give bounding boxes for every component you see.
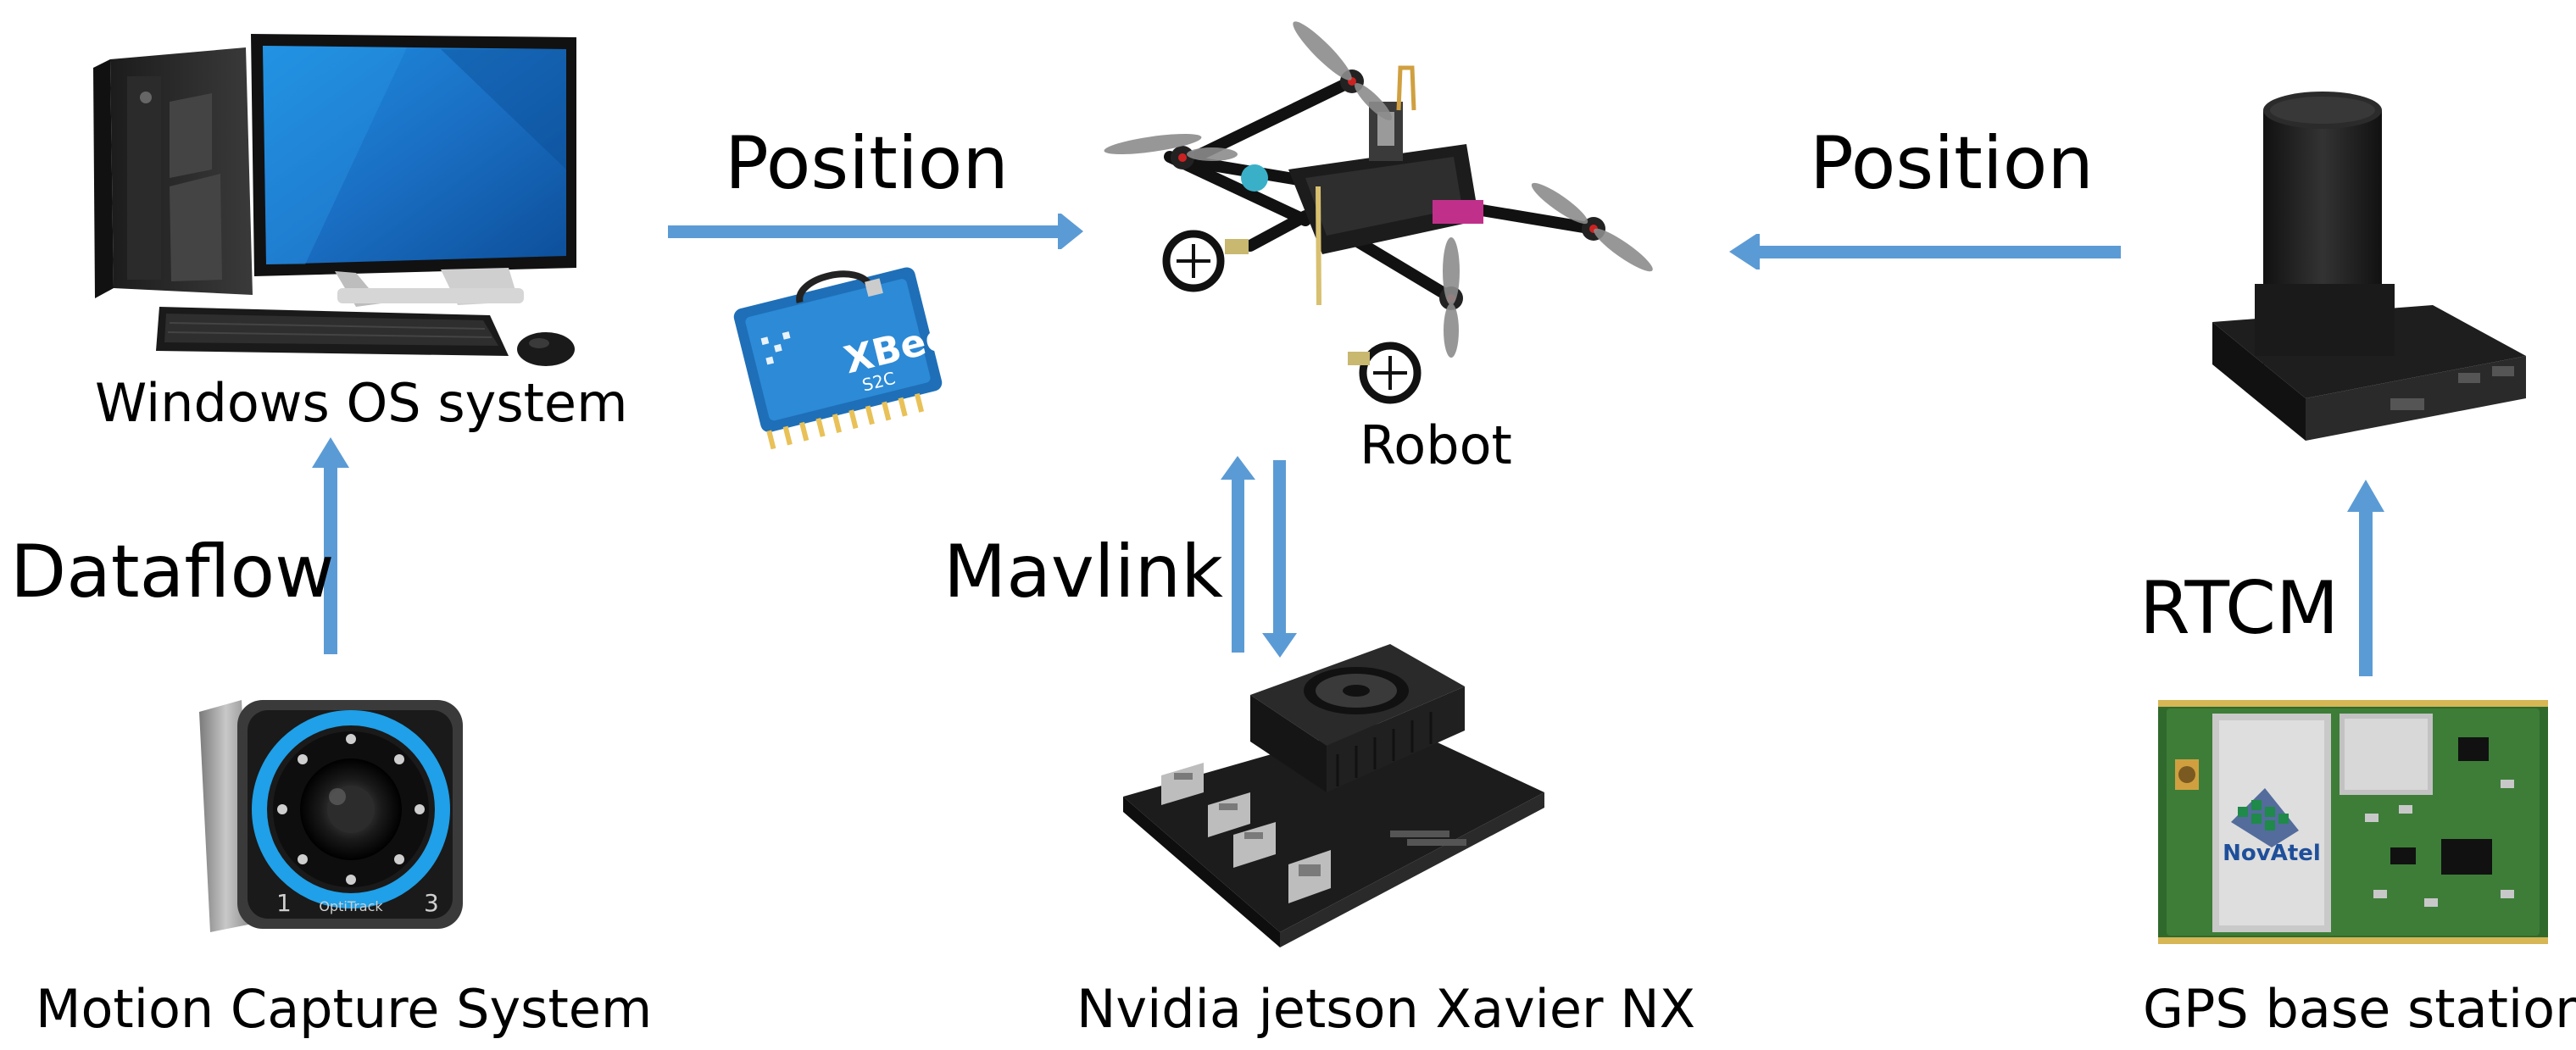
novatel-logo-text: NovAtel bbox=[2223, 841, 2321, 866]
arrow-mavlink-down bbox=[1262, 460, 1297, 658]
arrow-position-right bbox=[1729, 234, 2121, 269]
jetson-board-icon bbox=[1123, 644, 1544, 947]
position-label-right: Position bbox=[1810, 121, 2094, 206]
mavlink-label: Mavlink bbox=[943, 530, 1223, 614]
camera-digit-right: 3 bbox=[424, 889, 439, 917]
xbee-module-icon: XBee S2C bbox=[733, 267, 955, 450]
position-label-left: Position bbox=[725, 121, 1009, 206]
motion-capture-camera-icon: OptiTrack 1 3 bbox=[199, 700, 463, 932]
dataflow-label: Dataflow bbox=[10, 530, 335, 614]
jetson-label: Nvidia jetson Xavier NX bbox=[1077, 978, 1696, 1040]
rtcm-label: RTCM bbox=[2139, 566, 2340, 651]
arrow-mavlink-up bbox=[1221, 456, 1255, 653]
gps-receiver-icon bbox=[2212, 92, 2526, 441]
motion-capture-label: Motion Capture System bbox=[36, 978, 653, 1040]
robot-label: Robot bbox=[1360, 414, 1512, 476]
arrow-rtcm bbox=[2347, 480, 2384, 676]
arrow-dataflow bbox=[312, 437, 349, 654]
drone-robot-icon bbox=[1104, 21, 1653, 404]
windows-os-label: Windows OS system bbox=[95, 372, 628, 434]
camera-digit-left: 1 bbox=[276, 889, 292, 917]
optitrack-logo-text: OptiTrack bbox=[319, 898, 383, 914]
desktop-computer-icon bbox=[93, 34, 576, 366]
arrow-position-left bbox=[668, 214, 1083, 249]
novatel-board-icon: NovAtel bbox=[2158, 700, 2548, 944]
gps-base-station-label: GPS base station bbox=[2143, 978, 2576, 1040]
